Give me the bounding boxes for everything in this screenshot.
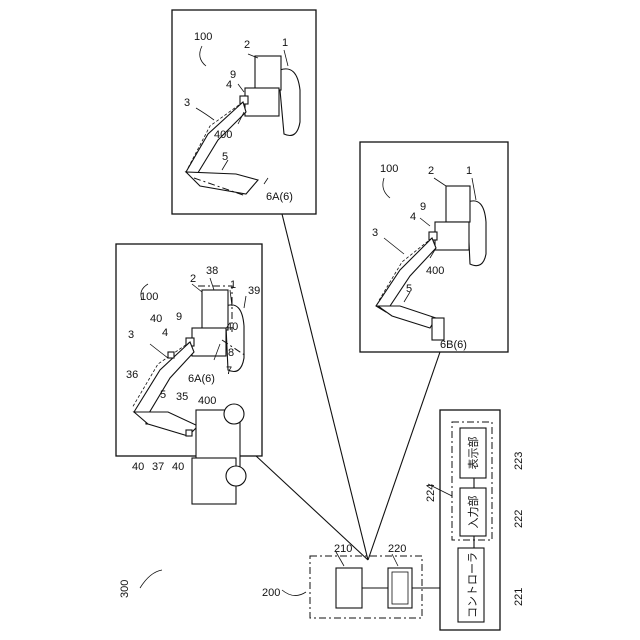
label-300: 300 bbox=[119, 580, 131, 598]
link-to-panel-right bbox=[368, 352, 440, 560]
crawler-track bbox=[280, 69, 300, 136]
label-221: 221 bbox=[513, 588, 525, 606]
panel-top: 100 2 1 9 4 3 400 5 6A(6) bbox=[172, 10, 316, 214]
label-400: 400 bbox=[198, 395, 216, 407]
cab bbox=[435, 222, 469, 250]
label-200: 200 bbox=[262, 587, 280, 599]
label-6b: 6B(6) bbox=[440, 339, 467, 351]
label-4: 4 bbox=[410, 211, 416, 223]
label-100: 100 bbox=[194, 31, 212, 43]
link-to-panel-top bbox=[282, 214, 368, 560]
label-2: 2 bbox=[190, 273, 196, 285]
breaker-tool bbox=[432, 318, 444, 340]
terminal: コントローラ 入力部 表示部 221 222 223 224 bbox=[425, 410, 525, 630]
label-40-a: 40 bbox=[150, 313, 162, 325]
sensor-40-bucket bbox=[186, 430, 192, 436]
label-100: 100 bbox=[140, 291, 158, 303]
panel-right: 100 2 1 9 4 3 400 5 6B(6) bbox=[360, 142, 508, 352]
display-label: 表示部 bbox=[466, 437, 480, 470]
label-223: 223 bbox=[513, 452, 525, 470]
label-1: 1 bbox=[466, 165, 472, 177]
label-5: 5 bbox=[406, 283, 412, 295]
controller-label: コントローラ bbox=[466, 552, 479, 618]
cab bbox=[245, 88, 279, 116]
sensor-9 bbox=[429, 232, 437, 240]
arrow-300 bbox=[140, 570, 162, 588]
label-6a: 6A(6) bbox=[188, 373, 215, 385]
crawler-track bbox=[468, 201, 486, 266]
label-100: 100 bbox=[380, 163, 398, 175]
sensor-9 bbox=[240, 96, 248, 104]
label-4: 4 bbox=[226, 79, 232, 91]
label-5: 5 bbox=[222, 151, 228, 163]
label-38: 38 bbox=[206, 265, 218, 277]
crawler-track bbox=[226, 305, 244, 372]
label-4: 4 bbox=[162, 327, 168, 339]
label-40-c: 40 bbox=[132, 461, 144, 473]
label-222: 222 bbox=[513, 510, 525, 528]
label-400: 400 bbox=[214, 129, 232, 141]
label-6a: 6A(6) bbox=[266, 191, 293, 203]
upper-swing-body bbox=[255, 56, 281, 90]
truck-wheel-rear bbox=[224, 404, 244, 424]
upper-swing-body bbox=[202, 290, 228, 330]
label-9: 9 bbox=[176, 311, 182, 323]
label-7: 7 bbox=[226, 365, 232, 377]
label-220: 220 bbox=[388, 543, 406, 555]
dump-truck bbox=[192, 404, 246, 504]
label-1: 1 bbox=[282, 37, 288, 49]
input-label: 入力部 bbox=[466, 496, 480, 529]
label-9: 9 bbox=[420, 201, 426, 213]
label-5: 5 bbox=[160, 389, 166, 401]
panel-left: 100 2 38 1 39 9 40 3 4 40 8 7 36 5 35 6A… bbox=[116, 244, 262, 504]
label-8: 8 bbox=[228, 347, 234, 359]
cab bbox=[192, 328, 226, 356]
truck-wheel-front bbox=[226, 466, 246, 486]
label-40-b: 40 bbox=[226, 321, 238, 333]
label-1: 1 bbox=[230, 279, 236, 291]
arrow-200 bbox=[282, 590, 306, 596]
label-36: 36 bbox=[126, 369, 138, 381]
label-37: 37 bbox=[152, 461, 164, 473]
upper-swing-body bbox=[446, 186, 470, 222]
label-35: 35 bbox=[176, 391, 188, 403]
sensor-40-boom bbox=[168, 352, 174, 358]
label-3: 3 bbox=[184, 97, 190, 109]
label-3: 3 bbox=[128, 329, 134, 341]
server-200: 200 210 220 bbox=[262, 543, 422, 618]
label-400: 400 bbox=[426, 265, 444, 277]
label-2: 2 bbox=[428, 165, 434, 177]
label-224: 224 bbox=[425, 484, 437, 502]
label-40-d: 40 bbox=[172, 461, 184, 473]
label-39: 39 bbox=[248, 285, 260, 297]
block-210 bbox=[336, 568, 362, 608]
label-2: 2 bbox=[244, 39, 250, 51]
label-3: 3 bbox=[372, 227, 378, 239]
